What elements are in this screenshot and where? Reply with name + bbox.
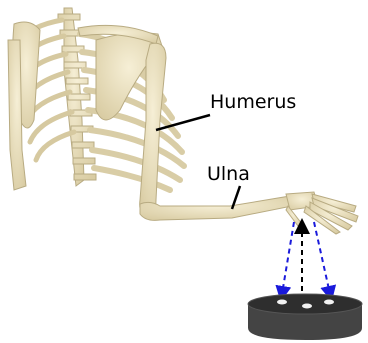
depth-sensor-icon [248, 294, 362, 340]
blue-arrow-right [314, 222, 330, 294]
dashed-arrow-icon [282, 222, 330, 300]
sensor-lens-left [277, 300, 287, 305]
ulna-bone [140, 196, 292, 220]
blue-arrow-left [282, 222, 294, 294]
hand [286, 192, 358, 234]
ulna-label: Ulna [207, 163, 250, 185]
sensor-lens-center [302, 304, 312, 309]
skeleton-illustration [8, 8, 358, 234]
humerus-label: Humerus [210, 91, 296, 113]
sensor-lens-right [324, 300, 334, 305]
